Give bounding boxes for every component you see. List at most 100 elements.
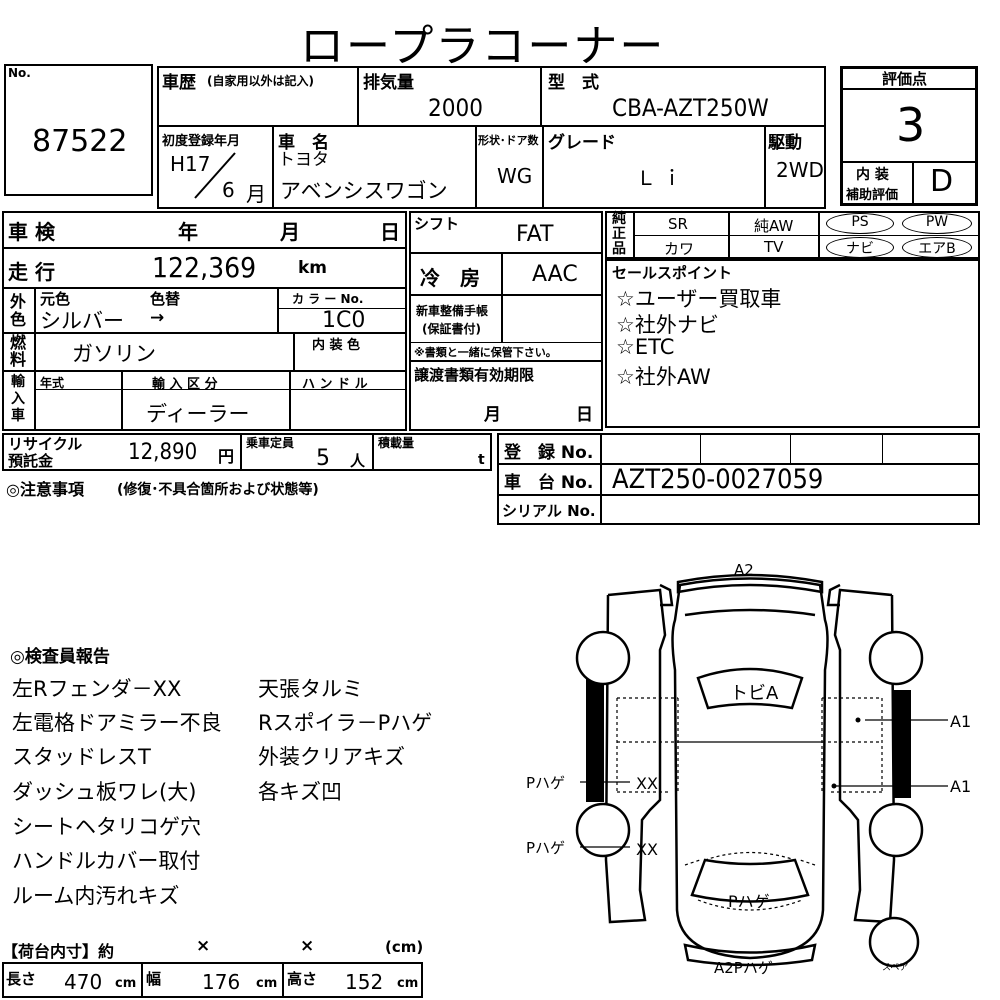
displacement-label: 排気量 (363, 73, 414, 93)
cargo-label: 【荷台内寸】約 (2, 942, 115, 961)
transfer-month: 月 (484, 405, 501, 425)
equip-tv: TV (764, 238, 784, 256)
interior-label-2: 補助評価 (846, 188, 899, 203)
color-arrow: → (150, 308, 165, 328)
inspection-month: 月 (280, 220, 300, 244)
inspector-label: ◎検査員報告 (10, 647, 110, 667)
diagram-mark-left-2: XX (636, 840, 658, 859)
equip-sr: SR (668, 215, 688, 233)
inspector-note-9: Rスポイラ－Pハゲ (258, 711, 433, 735)
cargo-length: 470 (64, 970, 103, 994)
equip-leather: カワ (664, 240, 695, 258)
cargo-height-label: 高さ (287, 970, 318, 988)
outer-color-label: 外色 (10, 292, 27, 329)
model-value: CBA-AZT250W (612, 94, 769, 122)
interior-value: D (930, 164, 954, 199)
ac-label: 冷 房 (420, 266, 480, 290)
car-name: アベンシスワゴン (280, 179, 448, 203)
inspector-note-1: 左Rフェンダ－XX (12, 677, 182, 701)
sales-point-3: ☆ETC (616, 335, 675, 359)
equip-airbag: エアB (902, 237, 972, 258)
inspector-note-11: 各キズ凹 (258, 780, 342, 804)
shift-label: シフト (414, 215, 460, 233)
sales-point-4: ☆社外AW (616, 365, 711, 389)
inspection-year: 年 (178, 220, 198, 244)
equip-pw: PW (902, 213, 972, 234)
color-value: シルバー (40, 309, 124, 333)
recycle-row (2, 433, 492, 471)
color-code: 1C0 (322, 308, 366, 333)
recycle-label-1: リサイクル (8, 435, 83, 453)
cargo-unit-paren: (cm) (385, 938, 424, 956)
mileage-value: 122,369 (152, 251, 257, 284)
diagram-label-left-1: Pハゲ (526, 774, 566, 792)
inspector-note-8: 天張タルミ (258, 677, 363, 701)
import-year-label: 年式 (40, 376, 65, 390)
diagram-label-bottom: A2Pハゲ (714, 959, 773, 977)
import-type-value: ディーラー (146, 402, 250, 426)
import-label: 輸入車 (11, 374, 25, 424)
grade-value: Ｌｉ (636, 166, 688, 190)
history-note: (自家用以外は記入) (207, 74, 314, 88)
sales-box (605, 259, 980, 428)
notes-label: ◎注意事項 (6, 480, 84, 499)
transfer-label: 譲渡書類有効期限 (414, 366, 535, 384)
interior-color-label: 内 装 色 (312, 338, 361, 353)
chassis-label: 車 台 No. (504, 473, 594, 493)
load-label: 積載量 (378, 436, 415, 450)
capacity-label: 乗車定員 (246, 436, 295, 450)
first-reg-era: H17 (170, 152, 211, 176)
recycle-unit: 円 (218, 447, 235, 466)
inspector-note-4: ダッシュ板ワレ(大) (12, 780, 197, 804)
change-color-label: 色替 (150, 290, 181, 308)
cargo-x1: × (196, 936, 211, 956)
cargo-width-unit: cm (256, 976, 278, 991)
transfer-day: 日 (576, 405, 593, 425)
color-code-label: カ ラ ー No. (292, 292, 364, 306)
serial-label: シリアル No. (502, 502, 596, 520)
equip-aw: 純AW (754, 217, 794, 235)
car-name-label: 車 名 (278, 133, 329, 153)
orig-color-label: 元色 (40, 290, 71, 308)
capacity-value: 5 (316, 446, 330, 471)
cargo-height-unit: cm (397, 976, 419, 991)
shape-value: WG (497, 164, 533, 188)
inspector-note-3: スタッドレスT (12, 745, 151, 769)
cargo-width-label: 幅 (146, 970, 162, 988)
rating-value: 3 (896, 98, 926, 152)
diagram-label-right-2: A1 (950, 777, 972, 796)
diagram-label-spare: スペア (882, 963, 909, 973)
first-reg-label: 初度登録年月 (162, 134, 241, 149)
cargo-height: 152 (345, 970, 384, 994)
shape-label: 形状･ドア数 (478, 134, 539, 147)
mileage-unit: km (298, 258, 328, 278)
warranty-label2: (保証書付) (422, 322, 481, 336)
lot-box (4, 64, 153, 196)
warranty-note: ※書類と一緒に保管下さい。 (414, 346, 557, 359)
chassis-value: AZT250-0027059 (612, 464, 824, 495)
diagram-label-top: A2 (734, 561, 754, 579)
displacement-value: 2000 (428, 94, 483, 122)
rating-box (840, 66, 978, 206)
equip-navi: ナビ (826, 237, 894, 258)
recycle-value: 12,890 (128, 440, 198, 465)
equip-ps: PS (826, 213, 894, 234)
first-reg-month: 6 (222, 178, 235, 202)
shift-value: FAT (516, 222, 554, 247)
import-type-label: 輸 入 区 分 (152, 377, 218, 392)
sales-label: セールスポイント (612, 264, 733, 282)
inspector-note-10: 外装クリアキズ (258, 745, 405, 769)
sales-point-2: ☆社外ナビ (616, 313, 719, 337)
interior-label-1: 内 装 (856, 167, 889, 183)
cargo-length-label: 長さ (6, 970, 37, 988)
history-label: 車歴 (162, 73, 196, 93)
page-title: ロープラコーナー (300, 21, 666, 72)
load-unit: t (478, 452, 485, 468)
first-reg-slash (194, 152, 236, 199)
equipment-label: 純正品 (612, 211, 626, 257)
diagram-label-right-1: A1 (950, 712, 972, 731)
middle-block (409, 211, 603, 431)
car-damage-diagram (575, 573, 948, 968)
lot-label: No. (8, 66, 31, 80)
sales-point-1: ☆ユーザー買取車 (616, 287, 782, 311)
